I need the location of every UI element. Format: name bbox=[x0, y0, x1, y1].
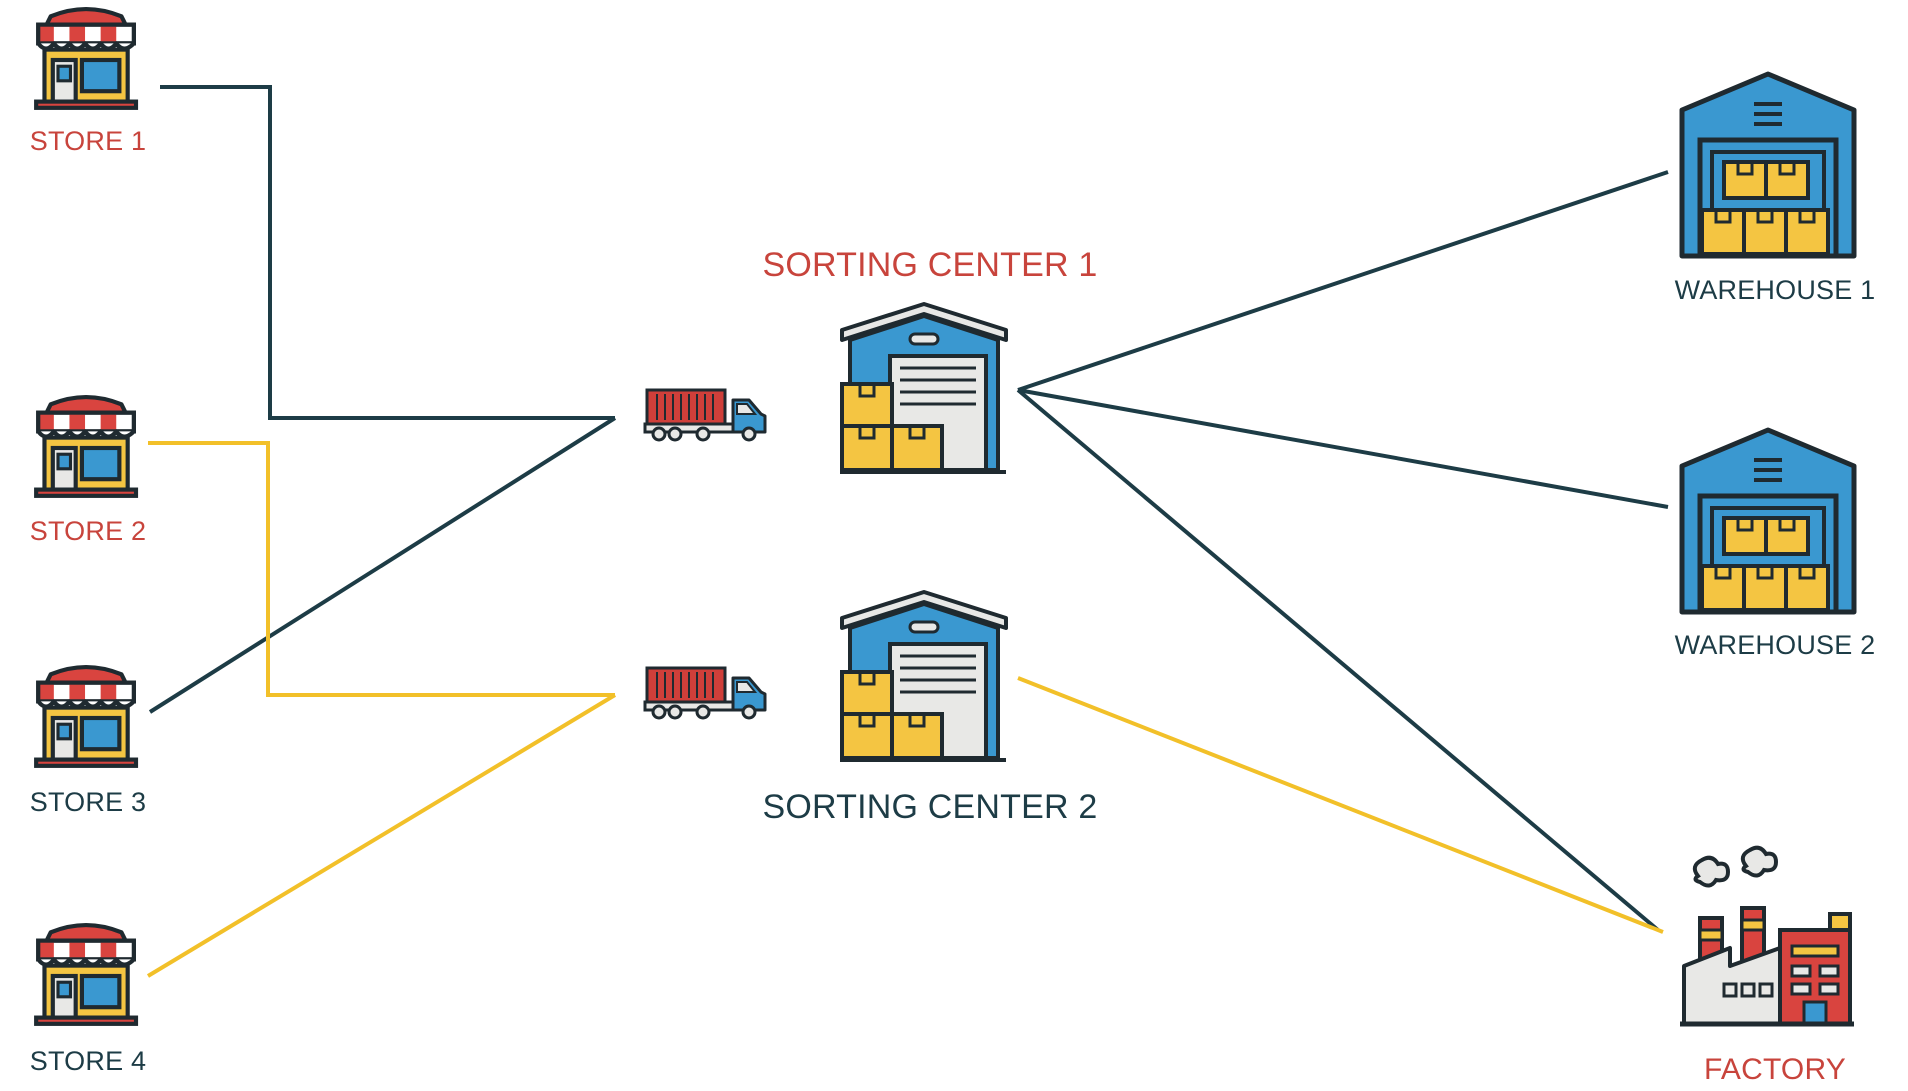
truck-icon bbox=[643, 666, 767, 720]
warehouse-2-icon bbox=[1682, 430, 1854, 612]
route-store4-sorting2 bbox=[146, 693, 617, 978]
factory-label: FACTORY bbox=[1704, 1053, 1846, 1086]
store-2 bbox=[36, 397, 136, 496]
store-icon bbox=[36, 925, 136, 1024]
store-1 bbox=[36, 9, 136, 108]
route-sorting1-factory bbox=[1016, 388, 1660, 932]
sorting-center-2-label: SORTING CENTER 2 bbox=[762, 788, 1098, 826]
factory-icon bbox=[1680, 848, 1854, 1024]
sorting-center-1-icon bbox=[838, 302, 1008, 474]
store-4 bbox=[36, 925, 136, 1024]
route-store3-sorting1 bbox=[148, 416, 617, 714]
store-3 bbox=[36, 667, 136, 766]
store-4-label: STORE 4 bbox=[29, 1046, 147, 1076]
store-icon bbox=[36, 397, 136, 496]
route-sorting1-warehouse1 bbox=[1017, 170, 1669, 392]
sorting-center-1-label: SORTING CENTER 1 bbox=[762, 246, 1098, 284]
truck-icon bbox=[643, 388, 767, 442]
route-store2-sorting2 bbox=[148, 441, 615, 697]
store-3-label: STORE 3 bbox=[29, 787, 147, 817]
warehouse-2-label: WAREHOUSE 2 bbox=[1674, 630, 1876, 660]
route-store1-sorting1 bbox=[160, 85, 615, 420]
route-sorting1-warehouse2 bbox=[1017, 388, 1669, 509]
connections bbox=[146, 85, 1669, 978]
warehouse-1-label: WAREHOUSE 1 bbox=[1674, 275, 1876, 305]
store-icon bbox=[36, 667, 136, 766]
store-1-label: STORE 1 bbox=[29, 126, 147, 156]
sorting-center-2-icon bbox=[838, 590, 1008, 762]
warehouse-1-icon bbox=[1682, 74, 1854, 256]
store-2-label: STORE 2 bbox=[29, 516, 147, 546]
store-icon bbox=[36, 9, 136, 108]
route-sorting2-factory bbox=[1017, 676, 1664, 934]
